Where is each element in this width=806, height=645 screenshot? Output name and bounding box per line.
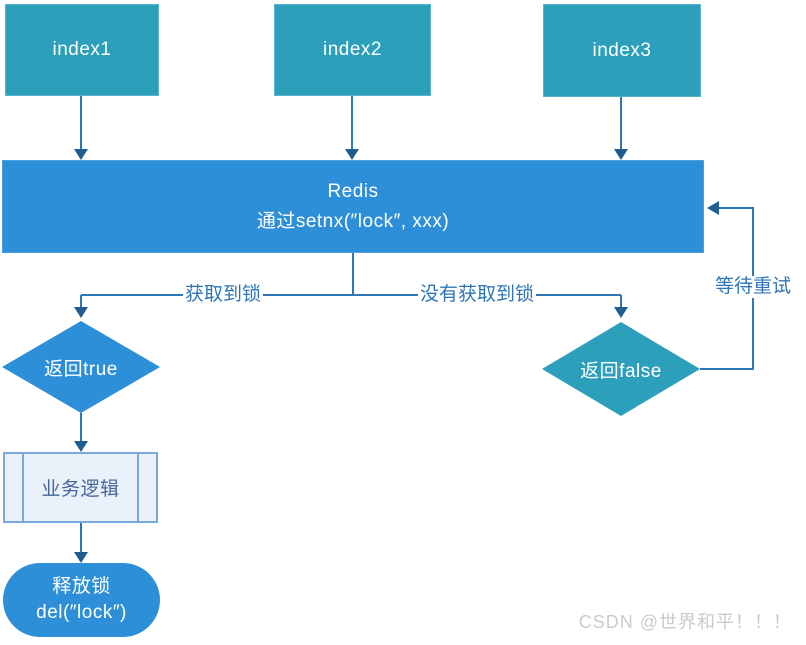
arrowhead-true xyxy=(74,307,88,318)
arrowhead-release xyxy=(74,552,88,563)
node-index1-label: index1 xyxy=(52,39,112,60)
edge-label-acquired: 获取到锁 xyxy=(183,284,264,306)
node-redis: Redis 通过setnx(″lock″, xxx) xyxy=(2,160,704,253)
edge-label-retry: 等待重试 xyxy=(713,276,794,298)
node-index3: index3 xyxy=(543,4,701,97)
node-return-true-label: 返回true xyxy=(44,358,118,380)
arrowhead-index1 xyxy=(74,149,88,160)
node-index2: index2 xyxy=(274,4,431,96)
node-business-logic-label: 业务逻辑 xyxy=(41,479,120,500)
arrowhead-retry xyxy=(707,201,719,215)
edge-redis-branch xyxy=(80,253,622,308)
node-redis-subtitle: 通过setnx(″lock″, xxx) xyxy=(256,210,450,232)
node-index2-label: index2 xyxy=(323,39,382,60)
arrowhead-index3 xyxy=(614,149,628,160)
arrowhead-index2 xyxy=(345,149,359,160)
arrowhead-false xyxy=(614,307,628,318)
node-business-logic: 业务逻辑 xyxy=(3,452,158,523)
node-index3-label: index3 xyxy=(592,39,652,61)
node-release-lock-line1: 释放锁 xyxy=(52,576,111,598)
watermark: CSDN @世界和平！！！ xyxy=(578,612,792,632)
edge-label-not-acquired: 没有获取到锁 xyxy=(418,284,537,306)
node-return-false-label: 返回false xyxy=(580,360,662,382)
node-release-lock-line2: del(″lock″) xyxy=(36,602,127,623)
node-redis-title: Redis xyxy=(327,181,379,203)
node-release-lock: 释放锁 del(″lock″) xyxy=(3,563,160,637)
node-index1: index1 xyxy=(5,4,159,96)
arrowhead-business xyxy=(74,441,88,452)
